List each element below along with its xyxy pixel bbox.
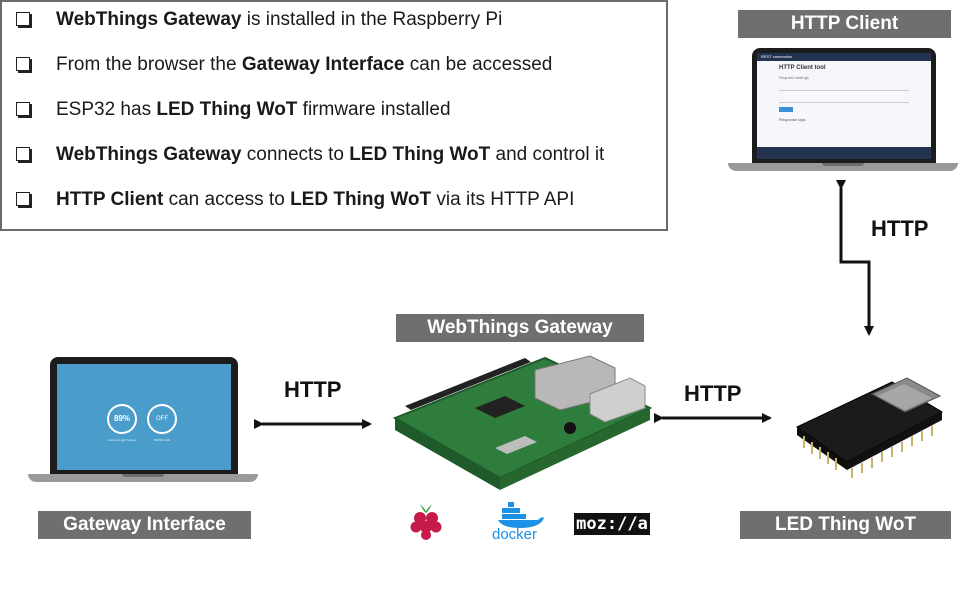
gateway-screen: 89% OFF Ambient Light Sensor ESP32 LED xyxy=(57,364,231,470)
http-label-middle: HTTP xyxy=(684,381,742,406)
client-topbar-text: REST connection xyxy=(761,54,793,59)
esp32-board-icon xyxy=(796,377,944,478)
bullet-bold-text: HTTP Client xyxy=(56,189,164,210)
checkbox-bullet-icon xyxy=(16,102,30,116)
checkbox-bullet-icon xyxy=(16,147,30,161)
bullet-text: via its HTTP API xyxy=(431,189,575,210)
bullet-bold-text: WebThings Gateway xyxy=(56,9,242,30)
info-box: WebThings Gateway is installed in the Ra… xyxy=(0,0,668,231)
client-response: Response logs xyxy=(779,117,806,122)
http-client-label: HTTP Client xyxy=(738,10,951,38)
checkbox-bullet-icon xyxy=(16,192,30,206)
gateway-interface-label: Gateway Interface xyxy=(38,511,251,539)
bullet-item: HTTP Client can access to LED Thing WoT … xyxy=(16,189,574,211)
mozilla-logo: moz://a xyxy=(574,513,650,535)
bullet-text: firmware installed xyxy=(297,99,451,120)
bullet-text: is installed in the Raspberry Pi xyxy=(241,9,503,30)
webthings-gateway-label: WebThings Gateway xyxy=(396,314,644,342)
http-label-vertical: HTTP xyxy=(871,216,929,241)
sensor-caption: Ambient Light Sensor xyxy=(107,438,137,442)
bullet-item: WebThings Gateway connects to LED Thing … xyxy=(16,144,604,166)
checkbox-bullet-icon xyxy=(16,12,30,26)
bullet-bold-text: LED Thing WoT xyxy=(290,189,432,210)
arrow-client-led xyxy=(836,180,874,336)
docker-whale-icon xyxy=(498,502,544,528)
checkbox-bullet-icon xyxy=(16,57,30,71)
bullet-text: can access to xyxy=(163,189,291,210)
client-title: HTTP Client tool xyxy=(779,65,826,71)
docker-text: docker xyxy=(492,526,538,543)
led-thing-label: LED Thing WoT xyxy=(740,511,951,539)
bullet-item: From the browser the Gateway Interface c… xyxy=(16,54,552,76)
bullet-text: From the browser the xyxy=(56,54,242,75)
bullet-bold-text: LED Thing WoT xyxy=(156,99,298,120)
bullet-text: and control it xyxy=(490,144,605,165)
raspberry-pi-board-icon xyxy=(392,355,653,490)
led-caption: ESP32 LED xyxy=(153,438,170,442)
bullet-text: can be accessed xyxy=(404,54,553,75)
bullet-bold-text: LED Thing WoT xyxy=(349,144,491,165)
bullet-text: ESP32 has xyxy=(56,99,157,120)
bullet-bold-text: WebThings Gateway xyxy=(56,144,242,165)
bullet-item: ESP32 has LED Thing WoT firmware install… xyxy=(16,99,451,121)
http-label-left: HTTP xyxy=(284,377,342,402)
sensor-tile: 89% xyxy=(107,404,137,434)
raspberry-pi-logo-icon xyxy=(410,504,442,540)
client-screen: REST connection HTTP Client tool Request… xyxy=(757,53,931,159)
bullet-bold-text: Gateway Interface xyxy=(241,54,405,75)
client-subtitle: Request settings xyxy=(779,75,809,80)
led-tile: OFF xyxy=(147,404,177,434)
bullet-text: connects to xyxy=(241,144,350,165)
bullet-item: WebThings Gateway is installed in the Ra… xyxy=(16,9,502,31)
